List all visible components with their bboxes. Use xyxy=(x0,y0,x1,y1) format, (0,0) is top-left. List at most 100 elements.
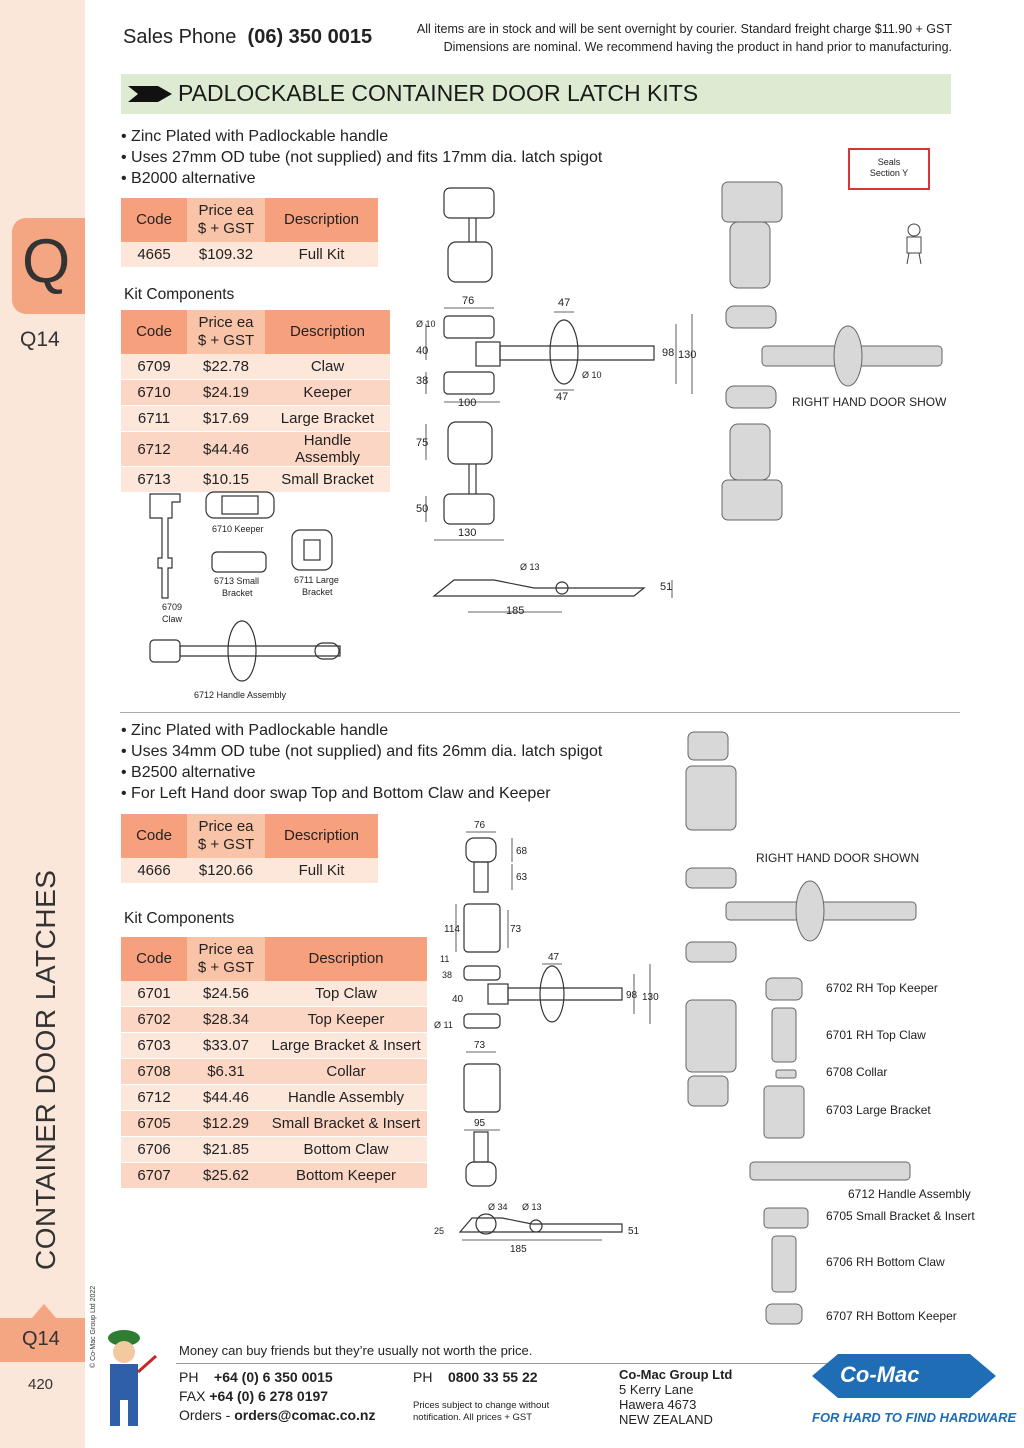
col-description: Description xyxy=(265,310,390,354)
table-row[interactable]: 4665 $109.32 Full Kit xyxy=(121,242,378,268)
col-price: Price ea$ + GST xyxy=(187,937,265,981)
bullet: • For Left Hand door swap Top and Bottom… xyxy=(121,785,551,802)
sales-phone: Sales Phone (06) 350 0015 xyxy=(123,26,372,49)
table-header-row: Code Price ea$ + GST Description xyxy=(121,937,427,981)
handle-part xyxy=(149,639,181,663)
comac-logo[interactable] xyxy=(812,1346,996,1406)
part-label: 6712 Handle Assembly xyxy=(194,690,287,700)
seals-badge[interactable]: Seals Section Y xyxy=(848,148,930,190)
dim-label: 51 xyxy=(660,581,672,593)
part-label: 6705 Small Bracket & Insert xyxy=(826,1209,975,1223)
orders-email[interactable]: orders@comac.co.nz xyxy=(234,1407,376,1423)
notice-line: Dimensions are nominal. We recommend hav… xyxy=(443,40,952,54)
mascot-illustration-icon xyxy=(108,1330,157,1426)
photo-caption: RIGHT HAND DOOR SHOWN xyxy=(792,395,946,409)
keeper-part xyxy=(205,491,275,519)
header-notice: All items are in stock and will be sent … xyxy=(380,20,952,56)
section-divider xyxy=(120,712,960,713)
dim-label: 130 xyxy=(642,992,659,1003)
col-description: Description xyxy=(265,937,427,981)
arrow-icon xyxy=(128,86,172,102)
bottom-tab-arrow xyxy=(32,1304,56,1318)
col-description: Description xyxy=(265,198,378,242)
bullet: • Zinc Plated with Padlockable handle xyxy=(121,128,389,145)
bullet: • Uses 27mm OD tube (not supplied) and f… xyxy=(121,149,603,166)
orders-label: Orders - xyxy=(179,1407,231,1423)
dim-label: 47 xyxy=(548,952,560,963)
dim-label: 47 xyxy=(558,297,570,309)
fax-number: +64 (0) 6 278 0197 xyxy=(209,1388,329,1404)
bullet: • Zinc Plated with Padlockable handle xyxy=(121,722,389,739)
tagline: FOR HARD TO FIND HARDWARE xyxy=(812,1410,1017,1425)
dim-label: Ø 13 xyxy=(520,562,540,572)
section-tab xyxy=(12,218,85,314)
part-label: 6701 RH Top Claw xyxy=(826,1028,926,1042)
part-label: 6713 Small xyxy=(214,576,259,586)
sales-number: (06) 350 0015 xyxy=(247,26,373,48)
part-label: 6708 Collar xyxy=(826,1065,887,1079)
large-bracket-part xyxy=(291,529,333,571)
ph-label: PH xyxy=(179,1369,199,1385)
dim-label: 130 xyxy=(678,349,696,361)
section-letter: Q xyxy=(22,227,71,296)
cell-description: Full Kit xyxy=(265,242,378,268)
col-code: Code xyxy=(121,198,187,242)
cell-price: $109.32 xyxy=(187,242,265,268)
dim-label: 185 xyxy=(510,1244,527,1255)
section-code: Q14 xyxy=(20,328,60,351)
dim-label: 73 xyxy=(474,1040,486,1051)
bullet: • Uses 34mm OD tube (not supplied) and f… xyxy=(121,743,603,760)
dim-label: 98 xyxy=(626,990,638,1001)
dim-label: 63 xyxy=(516,872,528,883)
part-label: Claw xyxy=(162,614,183,624)
dim-label: 73 xyxy=(510,924,522,935)
part-label: 6706 RH Bottom Claw xyxy=(826,1255,945,1269)
table-header-row: Code Price ea$ + GST Description xyxy=(121,814,378,858)
bullet: • B2000 alternative xyxy=(121,170,256,187)
ph-number: +64 (0) 6 350 0015 xyxy=(214,1369,333,1385)
dim-label: 38 xyxy=(416,375,428,387)
dim-label: 47 xyxy=(556,391,568,403)
dim-label: Ø 34 xyxy=(488,1202,508,1212)
photo-caption: RIGHT HAND DOOR SHOWN xyxy=(756,851,919,865)
part-label: 6703 Large Bracket xyxy=(826,1103,931,1117)
part-label: 6709 xyxy=(162,602,182,612)
dim-label: Ø 10 xyxy=(582,370,602,380)
cell-code: 4665 xyxy=(121,242,187,268)
small-bracket-part xyxy=(211,551,267,573)
table-row[interactable]: 4666 $120.66 Full Kit xyxy=(121,858,378,884)
part-label: 6711 Large xyxy=(294,575,339,585)
vertical-section-title: CONTAINER DOOR LATCHES xyxy=(30,869,61,1270)
components-table-1: Code Price ea$ + GST Description 6709$22… xyxy=(121,310,390,493)
notice-line: All items are in stock and will be sent … xyxy=(416,22,952,36)
dim-label: 40 xyxy=(416,345,428,357)
page-title: PADLOCKABLE CONTAINER DOOR LATCH KITS xyxy=(178,80,699,106)
dim-label: 185 xyxy=(506,605,524,617)
dim-label: 98 xyxy=(662,347,674,359)
part-label: 6712 Handle Assembly xyxy=(848,1187,971,1201)
logo-text: Co-Mac xyxy=(840,1362,920,1387)
dim-label: 130 xyxy=(458,527,476,539)
title-banner xyxy=(121,74,951,114)
ph2-label: PH xyxy=(413,1369,433,1385)
technical-drawing-2: 76 68 63 114 73 11 38 47 40 Ø 11 98 130 … xyxy=(434,820,659,1255)
kit-table-2: Code Price ea$ + GST Description 4666 $1… xyxy=(121,814,378,884)
fax-label: FAX xyxy=(179,1388,206,1404)
company-name: Co-Mac Group Ltd xyxy=(619,1367,733,1382)
kit-components-label: Kit Components xyxy=(124,286,235,303)
col-description: Description xyxy=(265,814,378,858)
freephone-block: PH 0800 33 55 22 xyxy=(413,1368,538,1387)
